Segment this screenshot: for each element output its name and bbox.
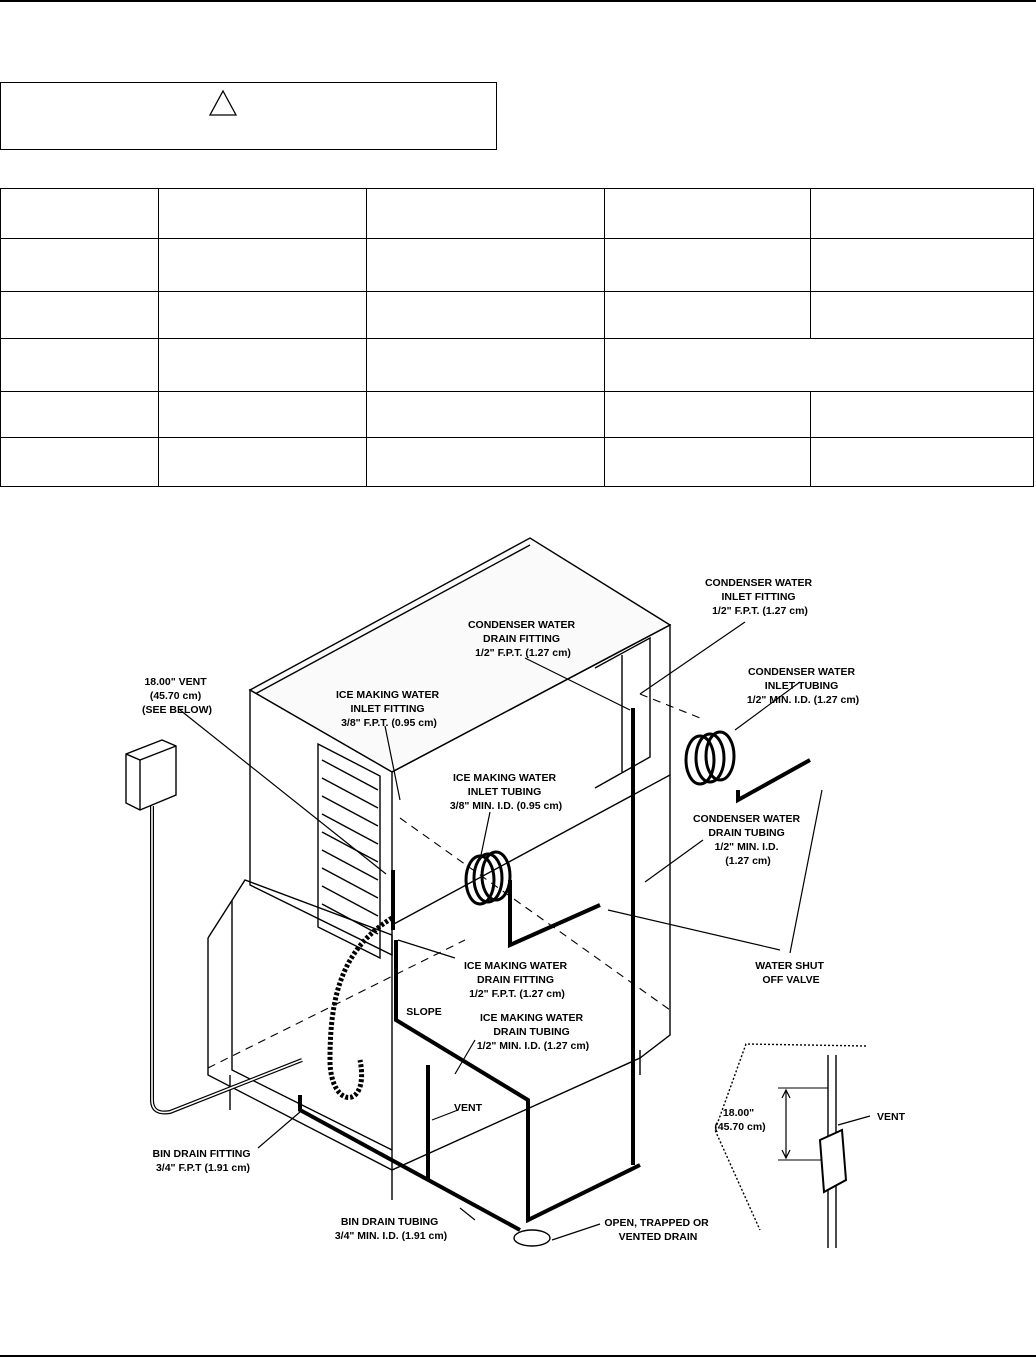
bottom-rule: [0, 1355, 1036, 1357]
table-row: [0, 391, 1034, 438]
label-ice-drain-fitting: ICE MAKING WATER DRAIN FITTING 1/2" F.P.…: [464, 960, 570, 1000]
warning-box: [0, 82, 497, 150]
table-cell: [604, 338, 1034, 392]
table-cell: [810, 291, 1034, 339]
vent-detail-inset: [714, 1043, 871, 1248]
label-vent-top: 18.00" VENT (45.70 cm) (SEE BELOW): [142, 676, 212, 716]
label-bin-drain-tubing: BIN DRAIN TUBING 3/4" MIN. I.D. (1.91 cm…: [335, 1216, 447, 1242]
table-cell: [366, 437, 605, 487]
table-cell: [604, 188, 811, 239]
table-row: [0, 188, 1034, 239]
power-cord: [327, 915, 394, 1100]
callout-labels: CONDENSER WATER INLET FITTING 1/2" F.P.T…: [142, 577, 906, 1243]
table-cell: [158, 391, 367, 438]
label-ice-inlet-tubing: ICE MAKING WATER INLET TUBING 3/8" MIN. …: [450, 772, 562, 812]
table-cell: [366, 238, 605, 292]
table-row: [0, 291, 1034, 339]
table-cell: [810, 188, 1034, 239]
table-cell: [0, 291, 159, 339]
table-row: [0, 238, 1034, 292]
label-condenser-inlet-tubing: CONDENSER WATER INLET TUBING 1/2" MIN. I…: [747, 666, 859, 706]
label-open-drain: OPEN, TRAPPED OR VENTED DRAIN: [604, 1217, 711, 1243]
table-cell: [366, 188, 605, 239]
table-cell: [604, 391, 811, 438]
label-detail-vent: VENT: [877, 1111, 906, 1123]
label-water-shutoff-valve: WATER SHUT OFF VALVE: [755, 960, 827, 986]
table-cell: [0, 391, 159, 438]
electrical-box: [125, 739, 303, 1115]
water-tubing: [298, 708, 811, 1232]
label-vent-mid: VENT: [454, 1102, 483, 1114]
table-cell: [158, 238, 367, 292]
warning-triangle-icon: [208, 89, 238, 116]
table-cell: [604, 238, 811, 292]
table-cell: [604, 437, 811, 487]
table-cell: [0, 338, 159, 392]
ice-machine-body: [207, 537, 672, 1200]
top-rule: [0, 0, 1036, 2]
callout-leaders: [179, 621, 823, 1241]
label-slope: SLOPE: [406, 1006, 442, 1018]
table-cell: [158, 291, 367, 339]
specification-table: [0, 188, 1034, 487]
table-cell: [158, 338, 367, 392]
label-bin-drain-fitting: BIN DRAIN FITTING 3/4" F.P.T (1.91 cm): [153, 1148, 254, 1174]
table-cell: [810, 238, 1034, 292]
label-condenser-inlet-fitting: CONDENSER WATER INLET FITTING 1/2" F.P.T…: [705, 577, 815, 617]
table-cell: [158, 188, 367, 239]
table-cell: [604, 291, 811, 339]
table-cell: [366, 391, 605, 438]
label-detail-dimension: 18.00" (45.70 cm): [714, 1107, 765, 1133]
table-cell: [0, 437, 159, 487]
table-cell: [0, 188, 159, 239]
table-cell: [366, 291, 605, 339]
label-ice-drain-tubing: ICE MAKING WATER DRAIN TUBING 1/2" MIN. …: [477, 1012, 589, 1052]
label-condenser-drain-tubing: CONDENSER WATER DRAIN TUBING 1/2" MIN. I…: [693, 813, 803, 867]
table-cell: [810, 437, 1034, 487]
ice-machine-plumbing-diagram: CONDENSER WATER INLET FITTING 1/2" F.P.T…: [125, 537, 906, 1248]
table-cell: [810, 391, 1034, 438]
label-condenser-drain-fitting: CONDENSER WATER DRAIN FITTING 1/2" F.P.T…: [468, 619, 578, 659]
table-row: [0, 437, 1034, 487]
table-cell: [0, 238, 159, 292]
table-cell: [366, 338, 605, 392]
table-row: [0, 338, 1034, 392]
open-drain-icon: [513, 1229, 551, 1247]
label-ice-inlet-fitting: ICE MAKING WATER INLET FITTING 3/8" F.P.…: [336, 689, 442, 729]
tubing-coils: [464, 730, 736, 906]
table-cell: [158, 437, 367, 487]
